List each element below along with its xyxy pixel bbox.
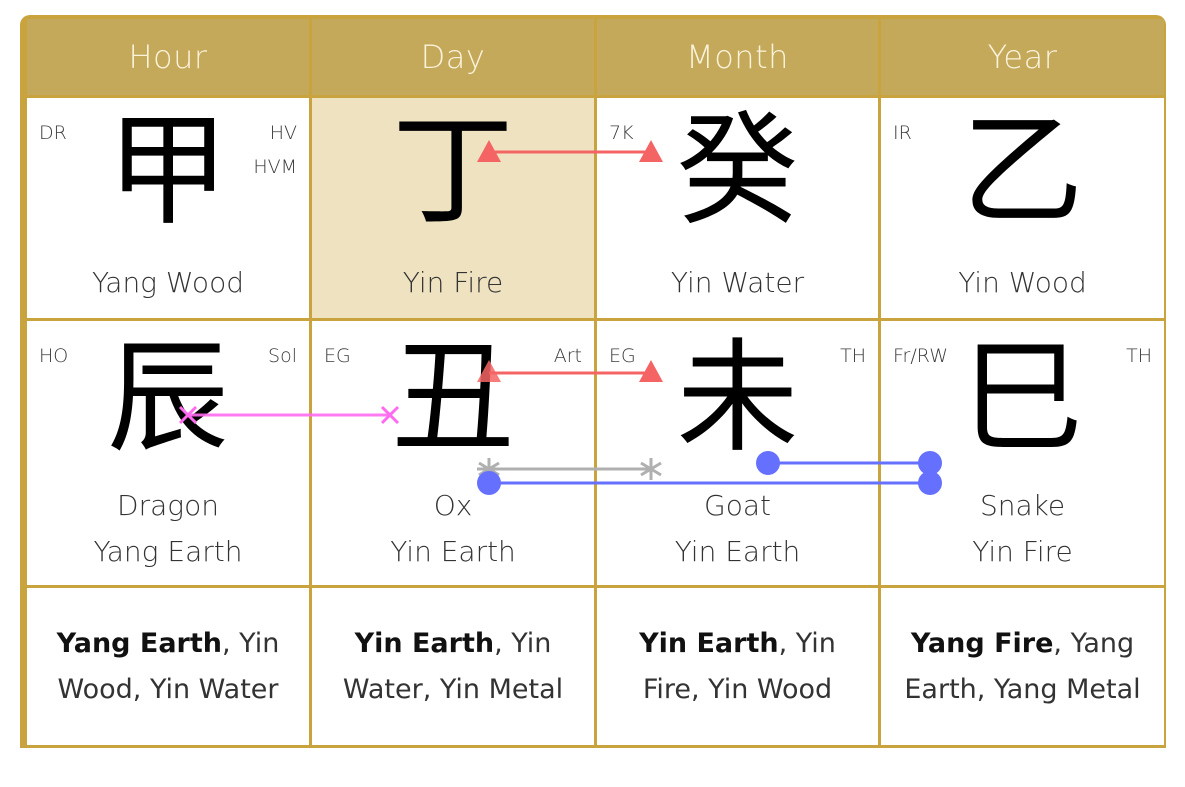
- stem-cell-day[interactable]: 丁 Yin Fire: [312, 98, 594, 318]
- branch-glyph: 未: [676, 327, 799, 469]
- stem-element: Yang Wood: [92, 266, 244, 299]
- pillars-grid: Hour Day Month Year DR HV HVM 甲 Yang Woo…: [27, 19, 1164, 745]
- branch-animal: Ox: [433, 489, 473, 522]
- main-qi: Yang Earth: [56, 627, 223, 659]
- other-qi: , Yin Wood, Yin Water: [57, 627, 280, 705]
- branch-cell-hour[interactable]: HO Sol 辰 Dragon Yang Earth: [27, 321, 309, 585]
- other-qi: , Yang Earth, Yang Metal: [904, 627, 1141, 705]
- header-hour: Hour: [27, 19, 309, 95]
- main-qi: Yin Earth: [354, 627, 495, 659]
- stem-glyph: 癸: [676, 100, 799, 242]
- star-tag: TH: [840, 345, 866, 367]
- header-year: Year: [881, 19, 1164, 95]
- branch-element: Yin Earth: [390, 535, 516, 568]
- stem-element: Yin Fire: [402, 266, 504, 299]
- branch-animal: Dragon: [117, 489, 219, 522]
- header-day: Day: [312, 19, 594, 95]
- main-qi: Yang Fire: [910, 627, 1054, 659]
- hidden-stems-month: Yin Earth, Yin Fire, Yin Wood: [597, 588, 878, 745]
- branch-cell-day[interactable]: EG Art 丑 Ox Yin Earth: [312, 321, 594, 585]
- stem-element: Yin Wood: [958, 266, 1087, 299]
- stem-glyph: 甲: [107, 100, 229, 242]
- branch-glyph: 巳: [961, 327, 1084, 469]
- other-qi: , Yin Fire, Yin Wood: [642, 627, 836, 705]
- stem-cell-year[interactable]: IR 乙 Yin Wood: [881, 98, 1164, 318]
- main-qi: Yin Earth: [639, 627, 779, 659]
- stem-cell-month[interactable]: 7K 癸 Yin Water: [597, 98, 878, 318]
- hidden-stems-day: Yin Earth, Yin Water, Yin Metal: [312, 588, 594, 745]
- ten-god-tag: Fr/RW: [893, 345, 948, 367]
- star-tag: TH: [1126, 345, 1152, 367]
- ten-god-tag: DR: [39, 122, 67, 144]
- bazi-chart: Hour Day Month Year DR HV HVM 甲 Yang Woo…: [20, 15, 1166, 748]
- stem-element: Yin Water: [670, 266, 805, 299]
- ten-god-tag: EG: [609, 345, 636, 367]
- branch-element: Yang Earth: [93, 535, 243, 568]
- branch-element: Yin Fire: [972, 535, 1073, 568]
- stem-cell-hour[interactable]: DR HV HVM 甲 Yang Wood: [27, 98, 309, 318]
- branch-element: Yin Earth: [674, 535, 801, 568]
- hidden-stems-year: Yang Fire, Yang Earth, Yang Metal: [881, 588, 1164, 745]
- branch-animal: Snake: [979, 489, 1066, 522]
- branch-cell-year[interactable]: Fr/RW TH 巳 Snake Yin Fire: [881, 321, 1164, 585]
- stem-glyph: 丁: [392, 100, 514, 242]
- star-tag: Art: [553, 345, 582, 367]
- ten-god-tag: HO: [39, 345, 69, 367]
- branch-glyph: 丑: [392, 327, 514, 469]
- branch-cell-month[interactable]: EG TH 未 Goat Yin Earth: [597, 321, 878, 585]
- stem-glyph: 乙: [961, 100, 1084, 242]
- branch-glyph: 辰: [107, 327, 229, 469]
- header-month: Month: [597, 19, 878, 95]
- ten-god-tag: 7K: [609, 122, 634, 144]
- hidden-stems-hour: Yang Earth, Yin Wood, Yin Water: [27, 588, 309, 745]
- other-qi: , Yin Water, Yin Metal: [342, 627, 564, 705]
- ten-god-tag: EG: [324, 345, 351, 367]
- ten-god-tag: IR: [893, 122, 912, 144]
- branch-animal: Goat: [704, 489, 771, 522]
- star-tag: Sol: [268, 345, 297, 367]
- star-tag: HV HVM: [253, 122, 297, 178]
